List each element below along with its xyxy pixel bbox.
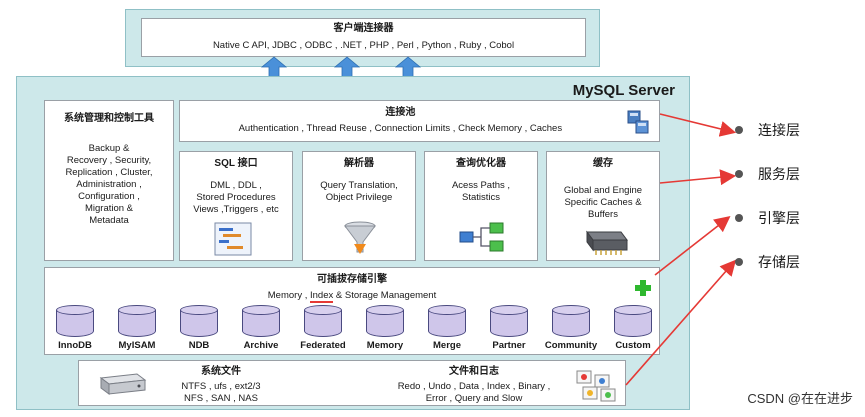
- management-tools-text: Backup & Recovery , Security, Replicatio…: [45, 143, 173, 227]
- database-cylinder-icon: [180, 305, 218, 339]
- client-connectors-title: 客户端连接器: [333, 23, 394, 34]
- parser-title: 解析器: [344, 158, 374, 169]
- database-cylinder-icon: [490, 305, 528, 339]
- engine-label: MyISAM: [118, 340, 156, 351]
- storage-engines-subtitle: Memory , Index & Storage Management: [45, 290, 659, 303]
- engine-label: Archive: [243, 340, 279, 351]
- cache-title: 缓存: [593, 158, 613, 169]
- service-line: DML , DDL ,: [210, 180, 262, 191]
- engine-label: Community: [544, 340, 598, 351]
- mysql-server-title: MySQL Server: [572, 82, 675, 99]
- files-line: NFS , SAN , NAS: [184, 393, 258, 404]
- engine-label: Partner: [492, 340, 526, 351]
- connection-pool-box: 连接池 Authentication , Thread Reuse , Conn…: [179, 100, 660, 142]
- sql-interface-box: SQL 接口 DML , DDL , Stored Procedures Vie…: [179, 151, 293, 261]
- optimizer-title: 查询优化器: [456, 158, 506, 169]
- system-files-title: 系统文件: [201, 366, 241, 377]
- management-tools-title: 系统管理和控制工具: [64, 113, 154, 124]
- service-line: Views ,Triggers , etc: [193, 204, 279, 215]
- flow-icon: [459, 222, 504, 252]
- layer-label-service: 服务层: [758, 166, 800, 182]
- layer-label-connection: 连接层: [758, 122, 800, 138]
- service-line: Statistics: [461, 192, 500, 203]
- arrow-engine-layer: [654, 216, 731, 276]
- parser-box: 解析器 Query Translation, Object Privilege: [302, 151, 416, 261]
- database-cylinder-icon: [304, 305, 342, 339]
- engine-label: InnoDB: [58, 340, 92, 351]
- bullet-icon: [735, 258, 743, 266]
- layer-label-engine: 引擎层: [758, 210, 800, 226]
- parser-text: Query Translation, Object Privilege: [303, 180, 415, 204]
- watermark: CSDN @在在进步: [747, 391, 853, 406]
- connection-pool-title: 连接池: [385, 107, 416, 118]
- system-files-text: NTFS , ufs , ext2/3 NFS , SAN , NAS: [161, 381, 281, 405]
- management-line: Metadata: [89, 215, 129, 226]
- funnel-icon: [344, 221, 376, 254]
- optimizer-text: Acess Paths , Statistics: [425, 180, 537, 204]
- client-connectors-list: Native C API, JDBC , ODBC , .NET , PHP ,…: [212, 40, 515, 51]
- sql-interface-title: SQL 接口: [214, 158, 258, 169]
- database-cylinder-icon: [118, 305, 156, 339]
- service-line: Acess Paths ,: [451, 180, 511, 191]
- layer-label-storage: 存储层: [758, 254, 800, 270]
- management-line: Administration ,: [76, 179, 142, 190]
- database-cylinder-icon: [366, 305, 404, 339]
- service-line: Specific Caches &: [564, 197, 642, 208]
- log-files-icon: [576, 370, 616, 402]
- service-line: Query Translation,: [320, 180, 398, 191]
- management-line: Backup &: [88, 143, 130, 154]
- logs-text: Redo , Undo , Data , Index , Binary , Er…: [384, 381, 564, 405]
- management-line: Migration &: [84, 203, 134, 214]
- database-cylinder-icon: [242, 305, 280, 339]
- files-box: 系统文件 NTFS , ufs , ext2/3 NFS , SAN , NAS…: [78, 360, 626, 406]
- server-icon: [627, 110, 649, 134]
- storage-engines-title: 可插拔存储引擎: [317, 274, 387, 285]
- connection-pool-items: Authentication , Thread Reuse , Connecti…: [238, 123, 563, 134]
- logs-title: 文件和日志: [449, 366, 499, 377]
- client-connectors-box: 客户端连接器 Native C API, JDBC , ODBC , .NET …: [141, 18, 586, 57]
- files-line: Redo , Undo , Data , Index , Binary ,: [397, 381, 551, 392]
- management-tools-box: 系统管理和控制工具 Backup & Recovery , Security, …: [44, 100, 174, 261]
- database-cylinder-icon: [428, 305, 466, 339]
- arrow-storage-layer: [625, 259, 737, 386]
- subtitle-part: Memory ,: [267, 290, 310, 301]
- sql-interface-icon: [214, 222, 252, 256]
- management-line: Replication , Cluster,: [65, 167, 153, 178]
- bullet-icon: [735, 214, 743, 222]
- service-line: Buffers: [588, 209, 618, 220]
- management-line: Recovery , Security,: [66, 155, 152, 166]
- bullet-icon: [735, 170, 743, 178]
- files-line: Error , Query and Slow: [425, 393, 523, 404]
- engine-label: Merge: [433, 340, 461, 351]
- engine-label: NDB: [188, 340, 210, 351]
- service-line: Stored Procedures: [196, 192, 276, 203]
- arrow-connection-layer: [659, 113, 737, 137]
- database-cylinder-icon: [614, 305, 652, 339]
- files-line: NTFS , ufs , ext2/3: [181, 381, 261, 392]
- hard-drive-icon: [99, 373, 147, 395]
- index-underlined: Index: [310, 290, 334, 303]
- engine-label: Federated: [300, 340, 346, 351]
- memory-chip-icon: [586, 230, 628, 255]
- arrow-service-layer: [659, 169, 737, 186]
- cache-text: Global and Engine Specific Caches & Buff…: [547, 185, 659, 221]
- optimizer-box: 查询优化器 Acess Paths , Statistics: [424, 151, 538, 261]
- database-cylinder-icon: [552, 305, 590, 339]
- service-line: Global and Engine: [563, 185, 643, 196]
- service-line: Object Privilege: [325, 192, 393, 203]
- bullet-icon: [735, 126, 743, 134]
- subtitle-part: & Storage Management: [333, 290, 437, 301]
- plus-icon: [635, 280, 651, 296]
- engine-label: Memory: [366, 340, 404, 351]
- engine-label: Custom: [615, 340, 651, 351]
- sql-interface-text: DML , DDL , Stored Procedures Views ,Tri…: [180, 180, 292, 216]
- cache-box: 缓存 Global and Engine Specific Caches & B…: [546, 151, 660, 261]
- management-line: Configuration ,: [78, 191, 140, 202]
- database-cylinder-icon: [56, 305, 94, 339]
